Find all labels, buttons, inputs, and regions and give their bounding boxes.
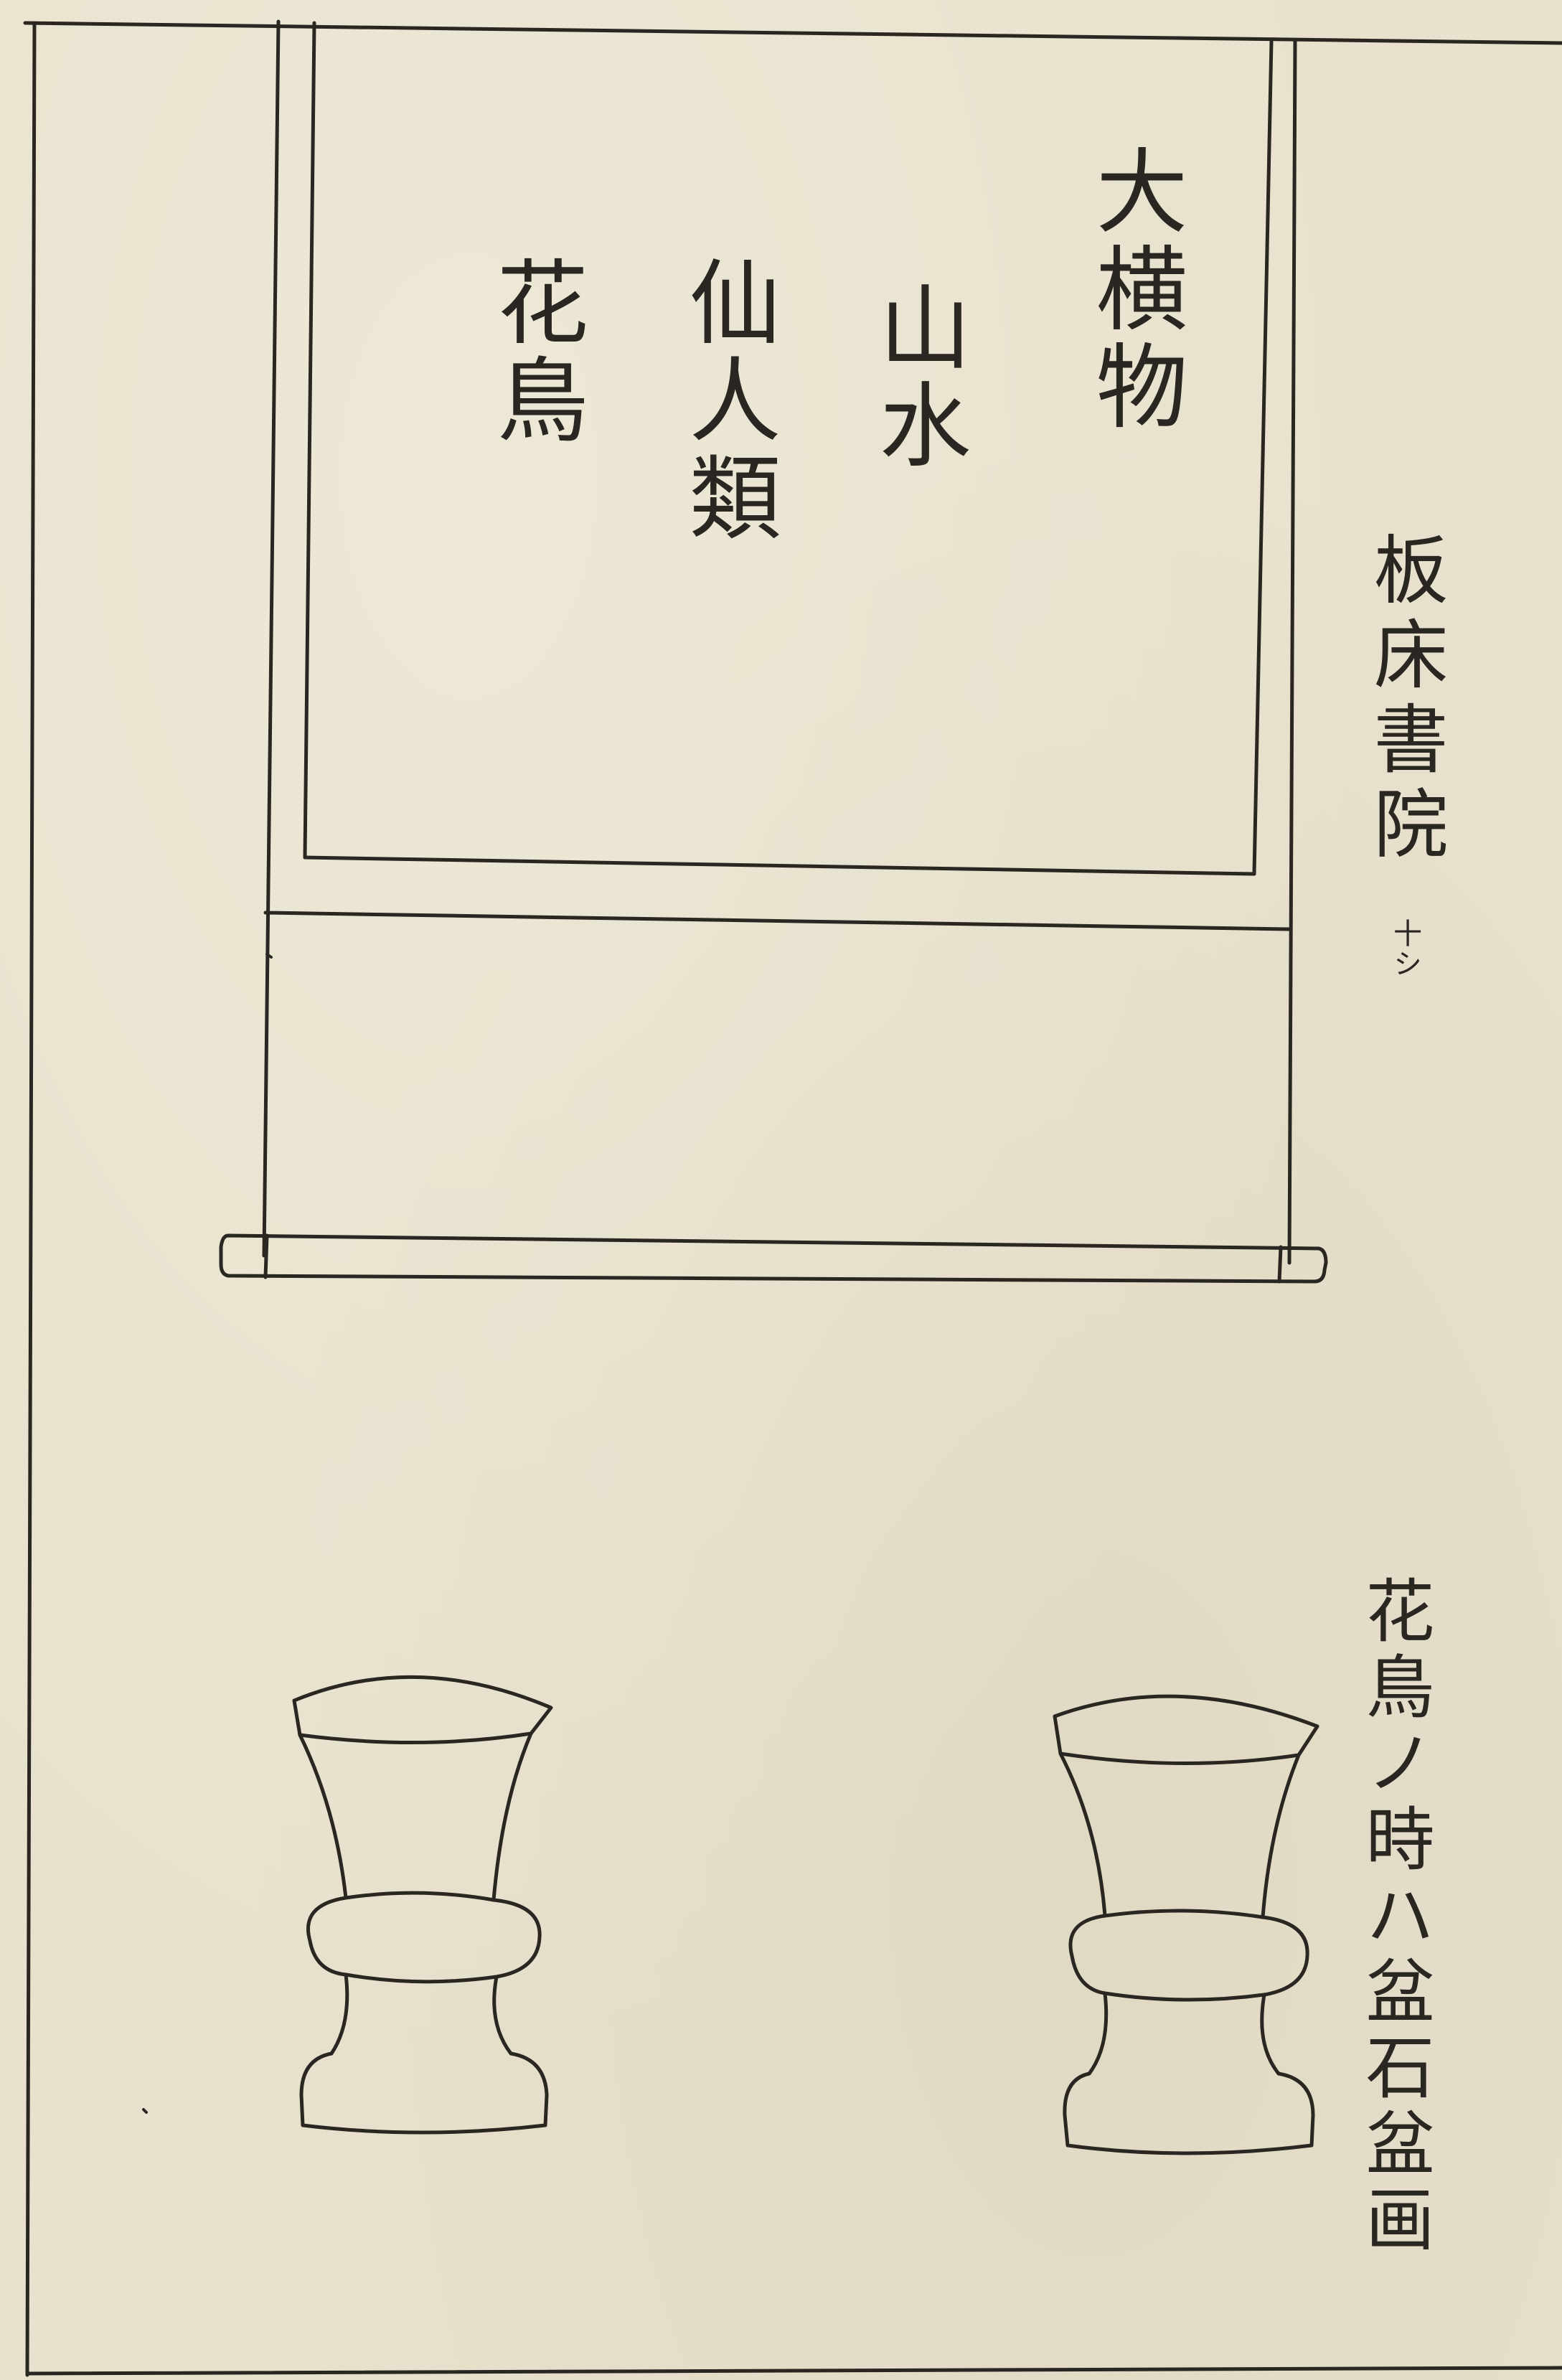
ink-speck (265, 953, 273, 959)
scroll-panel-bottom (303, 855, 1256, 876)
vase-right (1053, 1694, 1319, 2155)
scroll-roller-end-right (1277, 1245, 1283, 1284)
scroll-roller-end-left (263, 1233, 269, 1279)
scroll-outer-left (262, 19, 281, 1258)
scroll-panel-left (303, 21, 316, 860)
scroll-panel-right (1252, 39, 1274, 876)
vase-left (292, 1675, 553, 2135)
scroll-line-large-horizontal: 大横物 (1080, 144, 1187, 436)
scroll-line-landscape: 山水 (863, 280, 970, 475)
page-frame-top (23, 21, 1562, 45)
scroll-lower-band (263, 911, 1292, 931)
scroll-line-flowers-birds: 花鳥 (481, 255, 588, 450)
side-caption-note: 十シ (1388, 918, 1421, 979)
side-caption-shoin: 板床書院 (1360, 531, 1448, 870)
scroll-line-immortals: 仙人類 (673, 255, 780, 547)
scroll-outer-right (1287, 39, 1297, 1265)
ink-speck (142, 2108, 148, 2114)
page-frame-bottom (25, 2366, 1562, 2376)
page-frame-left (25, 21, 37, 2377)
bottom-caption-vase-note: 花鳥ノ時ハ盆石盆画 (1354, 1575, 1434, 2259)
scroll-roller (219, 1233, 1328, 1284)
